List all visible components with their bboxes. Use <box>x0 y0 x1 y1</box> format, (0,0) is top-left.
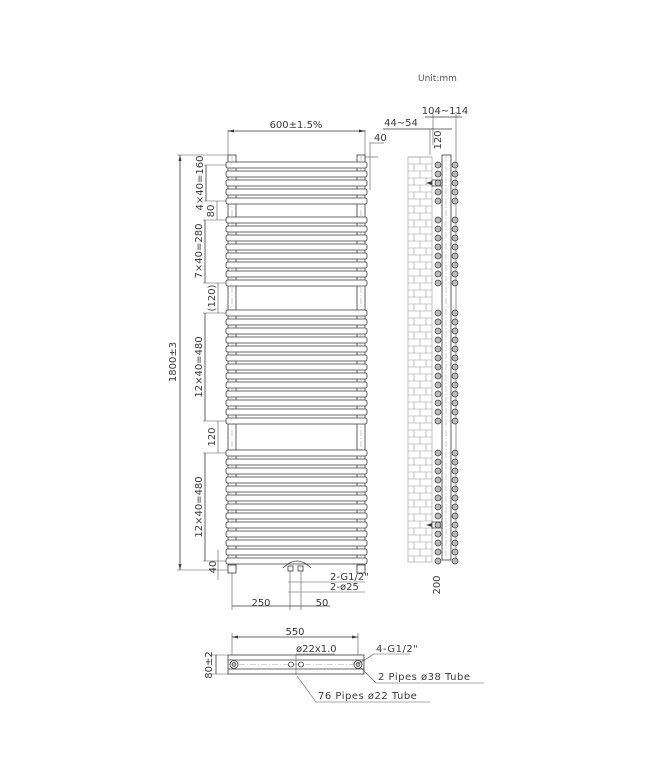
bar-group-1 <box>225 161 368 205</box>
bottom-width-dimension: 550 <box>285 627 304 638</box>
connection-offset-dimension: 250 <box>251 598 270 609</box>
gap-1-dimension: 80 <box>206 205 217 218</box>
connection-spacing-dimension: 50 <box>316 598 329 609</box>
bar-group-4 <box>225 449 368 565</box>
tube-spec-label: ø22x1.0 <box>296 644 337 655</box>
side-view: 104~114 44~54 120 200 <box>383 106 468 595</box>
thread-label: 4-G1/2" <box>376 644 418 655</box>
bar-group-2 <box>225 216 368 287</box>
top-offset-dimension: 40 <box>374 133 387 144</box>
horizontal-pipes-label: 76 Pipes ø22 Tube <box>318 691 417 702</box>
bottom-depth-dimension: 80±2 <box>204 651 215 678</box>
connection-thread-label: 2-G1/2" <box>330 572 369 583</box>
width-dimension: 600±1.5% <box>270 120 323 131</box>
tube-cross-sections <box>434 161 459 565</box>
gap-3-dimension: 120 <box>207 427 218 446</box>
bottom-bracket-dimension: 200 <box>432 575 443 594</box>
group-4-dimension: 12×40=480 <box>194 476 205 537</box>
side-vertical-pipe <box>441 154 452 561</box>
gap-2-dimension: (120) <box>207 284 218 311</box>
wall-offset-dimension: 44~54 <box>384 118 418 129</box>
front-view: 600±1.5% 40 <box>168 120 387 610</box>
connection-diameter-label: 2-ø25 <box>330 582 359 593</box>
group-2-dimension: 7×40=280 <box>194 224 205 279</box>
bar-group-3 <box>225 309 368 425</box>
bottom-dimension: 40 <box>208 561 219 574</box>
unit-label: Unit:mm <box>418 74 457 84</box>
wall-brick-pattern <box>407 156 433 563</box>
group-3-dimension: 12×40=480 <box>194 336 205 397</box>
group-1-dimension: 4×40=160 <box>195 156 206 211</box>
vertical-pipes-label: 2 Pipes ø38 Tube <box>378 672 470 683</box>
height-dimension: 1800±3 <box>168 342 179 382</box>
top-bracket-dimension: 120 <box>433 130 444 149</box>
depth-dimension: 104~114 <box>422 106 469 117</box>
bottom-view: 550 80±2 ø22x1.0 4-G1/2" 2 Pipes ø38 Tub… <box>204 627 484 703</box>
